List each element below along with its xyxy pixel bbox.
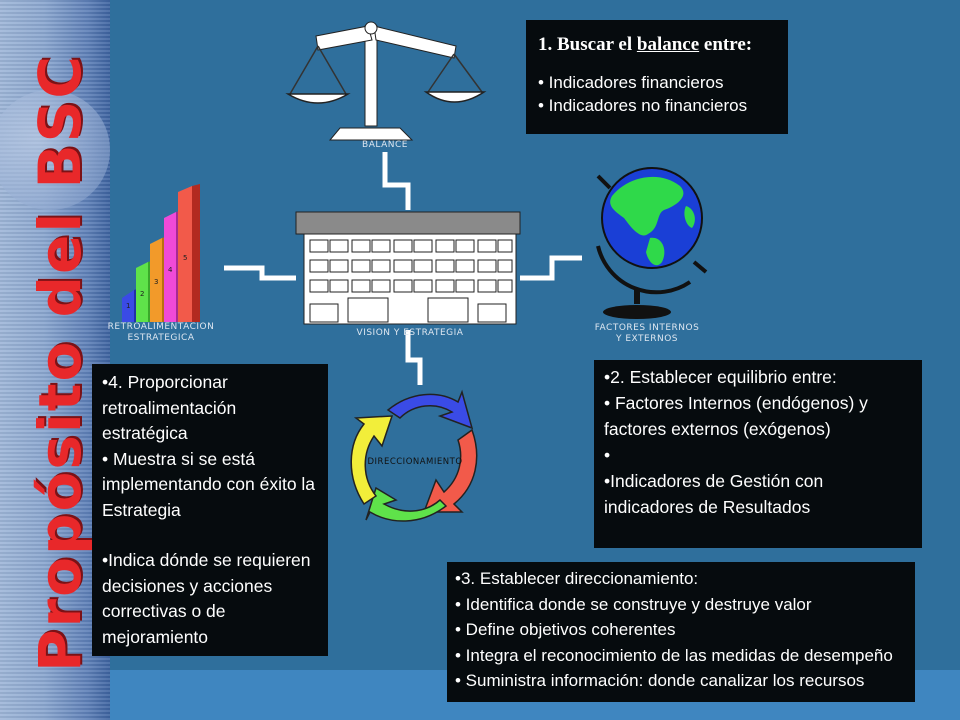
bar-number: 2 (140, 290, 144, 298)
connector-lines (224, 152, 582, 385)
box2-line: •Indicadores de Gestión con indicadores … (604, 471, 824, 517)
factores-label-line: Y EXTERNOS (615, 334, 679, 344)
connector-factores (520, 255, 582, 281)
retro-label-line: ESTRATEGICA (127, 333, 195, 343)
box4-line: •4. Proporcionar retroalimentación estra… (102, 372, 237, 443)
box4-line: • Muestra si se está implementando con é… (102, 448, 316, 520)
box3-line: •3. Establecer direccionamiento: (455, 569, 699, 588)
box1-item: • Indicadores financieros (538, 73, 724, 92)
bar-number: 4 (168, 266, 173, 274)
equilibrio-text-box: •2. Establecer equilibrio entre: • Facto… (594, 360, 922, 548)
box3-line: • Integra el reconocimiento de las medid… (455, 645, 893, 665)
retro-label: RETROALIMENTACION ESTRATEGICA (86, 322, 236, 344)
cycle-arrows-icon (350, 389, 478, 522)
balance-text-box: 1. Buscar el balance entre: • Indicadore… (526, 20, 788, 134)
vision-label: VISION Y ESTRATEGIA (356, 328, 464, 338)
box3-line: • Identifica donde se construye y destru… (455, 594, 812, 614)
balance-scale-icon (285, 21, 487, 141)
box3-line: • Suministra información: donde canaliza… (455, 671, 865, 690)
box1-title-underlined: balance (636, 34, 700, 55)
bar-number: 5 (183, 254, 187, 262)
sidebar-circle-decoration (0, 90, 110, 210)
connector-retro (224, 265, 296, 281)
box2-line: •2. Establecer equilibrio entre: (604, 367, 837, 387)
box2-line: • Factores Internos (endógenos) y factor… (604, 393, 868, 439)
box1-title: 1. Buscar el balance entre: (538, 32, 776, 57)
bar-number: 3 (154, 278, 158, 286)
connector-balance (382, 152, 411, 210)
box1-title-suffix: entre: (699, 34, 753, 55)
box3-line: • Define objetivos coherentes (455, 620, 676, 639)
direccionamiento-label: DIRECCIONAMIENTO (367, 457, 463, 467)
box1-item: • Indicadores no financieros (538, 96, 748, 115)
connector-direccionamiento (405, 330, 423, 385)
direccionamiento-text-box: •3. Establecer direccionamiento: • Ident… (447, 562, 915, 702)
retroalimentacion-text-box: •4. Proporcionar retroalimentación estra… (92, 364, 328, 656)
balance-label: BALANCE (362, 140, 408, 150)
bar-chart-icon: 1 2 3 4 5 (122, 184, 200, 322)
box2-line: • (604, 445, 611, 465)
factores-label: FACTORES INTERNOS Y EXTERNOS (572, 323, 722, 345)
bar-number: 1 (126, 302, 130, 310)
left-sidebar (0, 0, 110, 720)
retro-label-line: RETROALIMENTACION (107, 322, 215, 332)
box4-spacer (102, 523, 318, 548)
box4-line: •Indica dónde se requieren decisiones y … (102, 550, 311, 647)
building-icon (295, 211, 521, 325)
box1-title-prefix: 1. Buscar el (538, 34, 637, 55)
globe-icon (596, 167, 708, 319)
factores-label-line: FACTORES INTERNOS (594, 323, 700, 333)
